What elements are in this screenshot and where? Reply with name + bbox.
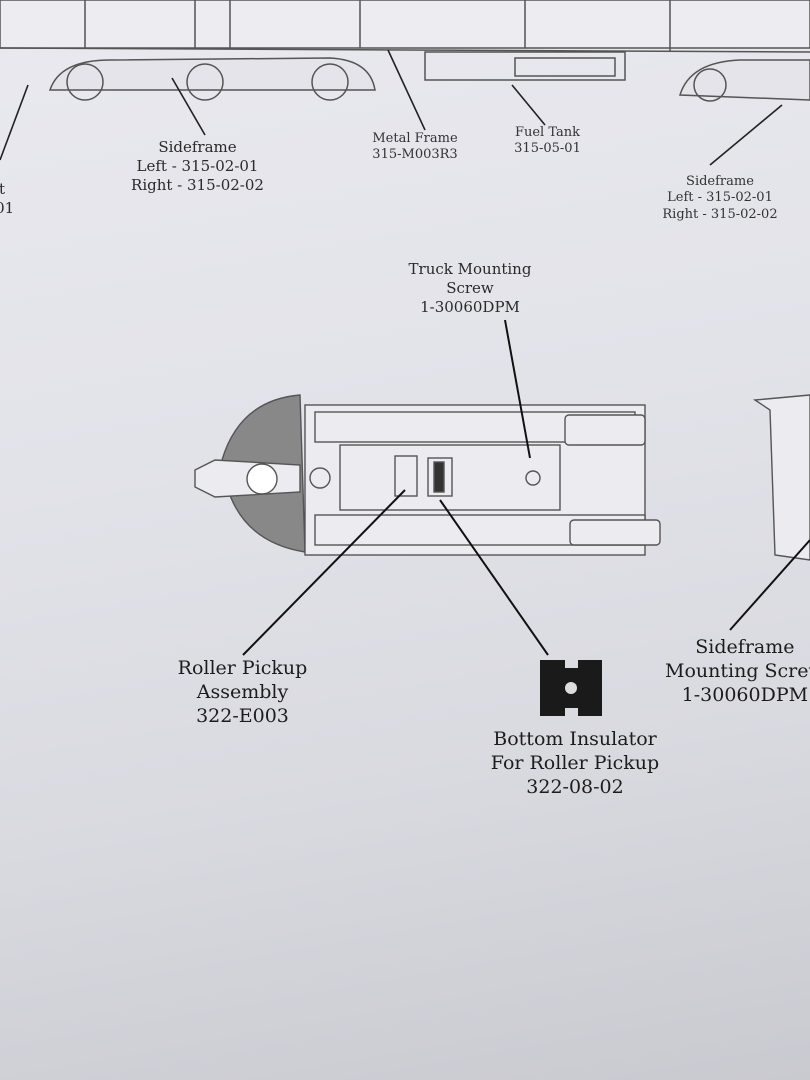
sideframe-left-part: Left - 315-02-01 [667, 190, 773, 206]
label-fuel-tank: Fuel Tank 315-05-01 [500, 125, 595, 158]
locomotive-side-view [0, 0, 810, 102]
label-roller-pickup: Roller Pickup Assembly 322-E003 [160, 657, 325, 728]
sideframe-title: Sideframe [686, 174, 754, 189]
sms-line2: Mounting Screw [665, 659, 810, 682]
sideframe-left-part: Left - 315-02-01 [136, 156, 259, 175]
insulator-line1: Bottom Insulator [493, 728, 657, 750]
label-sideframe-right: Sideframe Left - 315-02-01 Right - 315-0… [645, 174, 795, 223]
callout-arrows-truck [242, 319, 810, 656]
insulator-line2: For Roller Pickup [490, 751, 660, 774]
metal-frame-part: 315-M003R3 [372, 147, 458, 163]
insulator-part: 322-08-02 [526, 775, 624, 798]
sideframe-right-part: Right - 315-02-02 [131, 175, 264, 194]
callout-arrows-top [0, 49, 783, 166]
fuel-tank-title: Fuel Tank [514, 125, 581, 140]
partial-line1: ot [0, 180, 6, 198]
insulator-icon [540, 660, 602, 716]
roller-line1: Roller Pickup [177, 657, 308, 679]
sideframe-title: Sideframe [158, 138, 237, 156]
label-sideframe-mounting-screw: Sideframe Mounting Screw 1-30060DPM [665, 636, 810, 707]
truck-assembly-drawing [194, 394, 810, 561]
roller-line2: Assembly [196, 680, 289, 703]
label-sideframe-left: Sideframe Left - 315-02-01 Right - 315-0… [120, 138, 275, 194]
label-partial-left: ot -01 [0, 180, 14, 218]
label-bottom-insulator: Bottom Insulator For Roller Pickup 322-0… [480, 728, 670, 799]
tms-part: 1-30060DPM [420, 297, 520, 316]
fuel-tank-part: 315-05-01 [514, 141, 581, 157]
tms-line1: Truck Mounting [408, 260, 532, 278]
roller-part: 322-E003 [196, 704, 289, 727]
metal-frame-title: Metal Frame [372, 131, 458, 146]
label-metal-frame: Metal Frame 315-M003R3 [360, 131, 470, 164]
partial-line2: -01 [0, 198, 15, 217]
label-truck-mounting-screw: Truck Mounting Screw 1-30060DPM [390, 260, 550, 316]
sms-part: 1-30060DPM [681, 683, 809, 706]
tms-line2: Screw [446, 278, 494, 297]
sms-line1: Sideframe [695, 636, 795, 658]
sideframe-right-part: Right - 315-02-02 [662, 206, 778, 222]
